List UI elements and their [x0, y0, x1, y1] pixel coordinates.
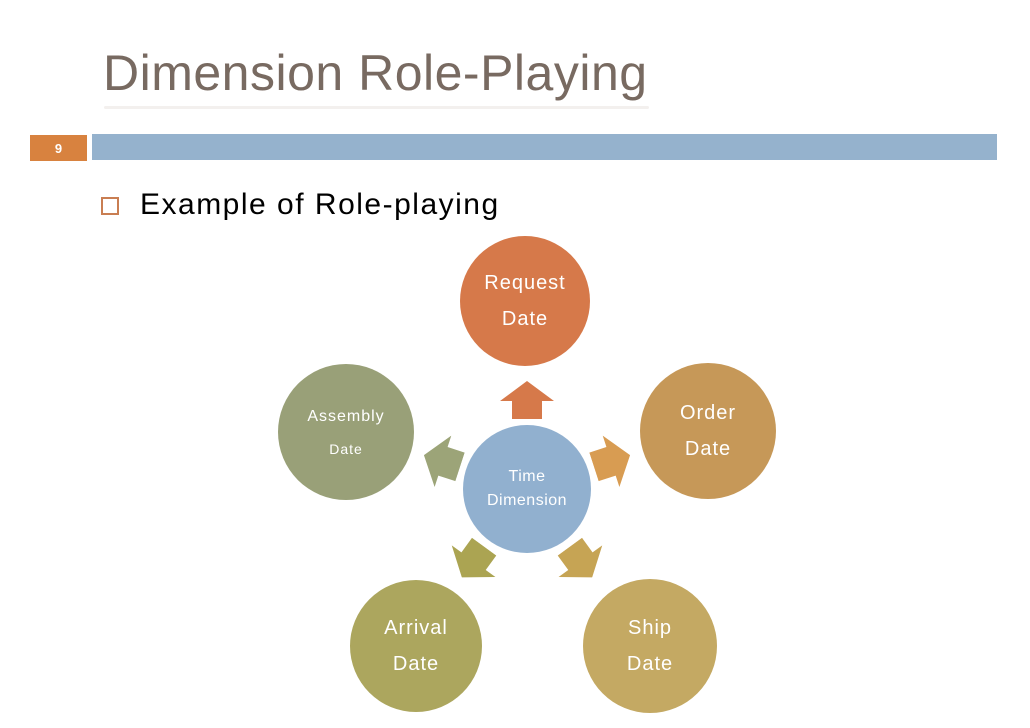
node-label-line2: Date: [392, 653, 440, 675]
page-number-badge: 9: [30, 135, 87, 161]
radial-arrow-lower-left-icon: [440, 531, 506, 593]
node-ship-date: Ship Date: [583, 579, 717, 713]
node-order-date: Order Date: [640, 363, 776, 499]
square-bullet-icon: [101, 197, 119, 215]
node-label-line2: Date: [684, 438, 732, 460]
node-label-line1: Time: [508, 468, 546, 485]
radial-arrow-up-icon: [500, 381, 554, 419]
node-label-line1: Arrival: [384, 617, 448, 639]
page-title: Dimension Role-Playing: [103, 45, 648, 101]
page-number: 9: [54, 140, 63, 156]
header-accent-bar: [92, 134, 997, 160]
node-label-line1: Ship: [627, 617, 673, 639]
node-label-line1: Request: [484, 272, 566, 294]
node-label-line2: Date: [626, 653, 674, 675]
node-request-date: Request Date: [460, 236, 590, 366]
node-label-line2: Dimension: [486, 492, 568, 509]
bullet-item: Example of Role-playing: [101, 188, 500, 222]
node-label-line2: Date: [329, 441, 363, 457]
node-arrival-date: Arrival Date: [350, 580, 482, 712]
node-label-line2: Date: [501, 308, 549, 330]
node-label-line1: Assembly: [307, 408, 385, 425]
bullet-label: Example of Role-playing: [140, 188, 500, 221]
node-time-dimension: Time Dimension: [463, 425, 591, 553]
node-label-line1: Order: [679, 402, 737, 424]
radial-arrow-upper-right-icon: [586, 429, 639, 492]
title-underline: [104, 106, 649, 109]
radial-arrow-upper-left-icon: [416, 429, 469, 492]
node-assembly-date: Assembly Date: [278, 364, 414, 500]
radial-arrow-lower-right-icon: [548, 531, 614, 593]
